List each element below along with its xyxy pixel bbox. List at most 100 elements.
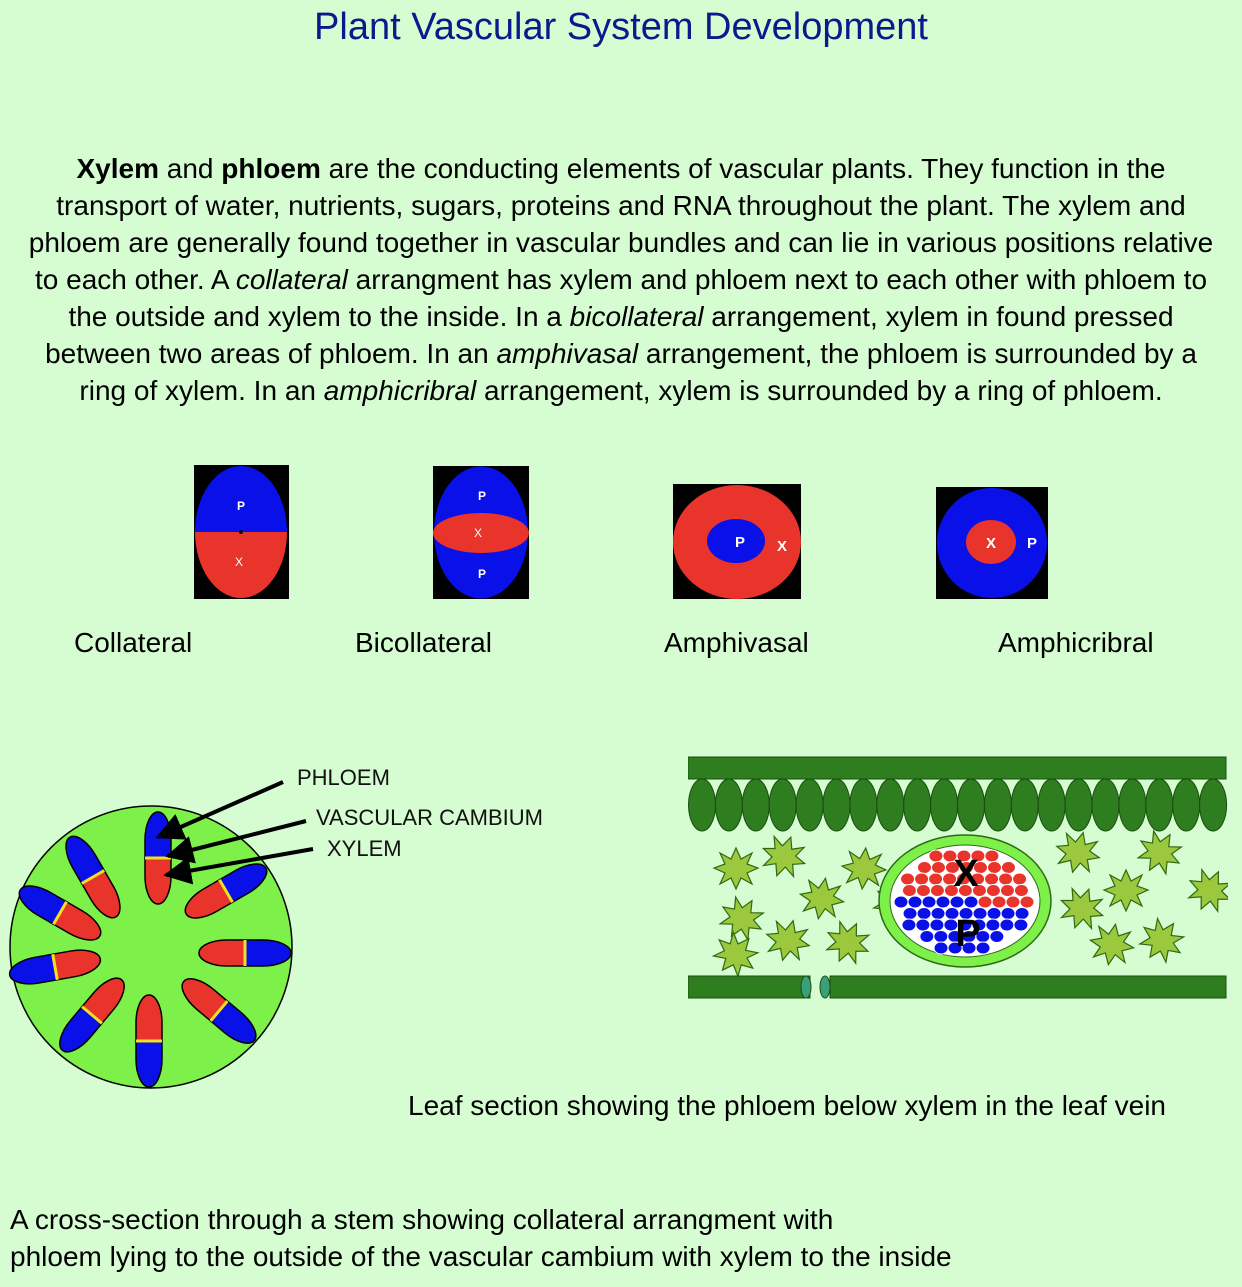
- xylem-cell: [998, 872, 1014, 886]
- palisade-cell: [822, 778, 851, 832]
- phloem-cell: [933, 941, 949, 955]
- collateral-x-label: X: [235, 555, 243, 569]
- mesophyll-cell: [1086, 919, 1138, 970]
- vein-cells: [893, 849, 1035, 955]
- collateral-phloem: [195, 466, 287, 532]
- xylem-cell: [930, 861, 946, 874]
- guard-cell-right: [819, 975, 831, 999]
- xylem-term: Xylem: [76, 153, 160, 184]
- phloem-cell: [985, 918, 1001, 932]
- palisade-cell: [876, 778, 905, 832]
- vascular-cambium-label: VASCULAR CAMBIUM: [316, 805, 543, 830]
- leaf-xylem-label: X: [953, 853, 979, 895]
- collateral-p-label: P: [237, 499, 245, 513]
- xylem-cell: [914, 872, 930, 886]
- leaf-section-diagram: X P: [688, 756, 1228, 999]
- palisade-cell: [849, 778, 878, 832]
- mesophyll-cell: [760, 914, 816, 967]
- amphicribral-x-label: X: [986, 535, 996, 552]
- guard-cell-left: [800, 975, 812, 999]
- bicollateral-diagram: P X P: [433, 466, 529, 599]
- leaf-caption: Leaf section showing the phloem below xy…: [408, 1090, 1166, 1121]
- phloem-label: PHLOEM: [297, 765, 390, 790]
- amphivasal-x-label: X: [777, 538, 787, 555]
- bicollateral-p-top-label: P: [478, 489, 486, 503]
- label-collateral: Collateral: [74, 627, 193, 658]
- amphivasal-p-label: P: [735, 534, 745, 551]
- xylem-cell: [985, 884, 1001, 897]
- stem-caption-line-2: phloem lying to the outside of the vascu…: [10, 1241, 952, 1272]
- phloem-cell: [929, 918, 945, 932]
- xylem-cell: [1005, 895, 1021, 909]
- mesophyll-cell: [1053, 881, 1111, 936]
- xylem-cell: [977, 895, 993, 909]
- xylem-cell: [928, 849, 944, 863]
- mesophyll-cell: [1131, 910, 1193, 971]
- lower-epidermis-left: [688, 975, 811, 999]
- phloem-cell: [1013, 918, 1029, 932]
- xylem-cell: [915, 884, 931, 897]
- phloem-cell: [949, 895, 965, 909]
- label-amphicribral: Amphicribral: [998, 627, 1154, 658]
- phloem-cell: [963, 895, 979, 909]
- label-bicollateral: Bicollateral: [355, 627, 492, 658]
- mesophyll-cell: [1129, 823, 1190, 882]
- mesophyll-cell: [1180, 861, 1228, 919]
- xylem-cell: [1019, 895, 1035, 909]
- amphivasal-term: amphivasal: [496, 338, 639, 369]
- upper-epidermis: [688, 756, 1227, 780]
- mesophyll-cell: [713, 847, 759, 890]
- palisade-layer: [688, 778, 1228, 832]
- phloem-cell: [933, 930, 949, 943]
- phloem-cell: [935, 895, 951, 909]
- palisade-cell: [688, 778, 716, 832]
- xylem-pointer-arrow: [163, 847, 314, 885]
- palisade-cell: [1118, 778, 1147, 832]
- phloem-cell: [916, 907, 932, 920]
- collateral-diagram: P X: [194, 465, 289, 599]
- mesophyll-cell: [818, 913, 877, 971]
- label-amphivasal: Amphivasal: [664, 627, 809, 658]
- palisade-cell: [768, 778, 797, 832]
- xylem-cell: [999, 884, 1015, 897]
- xylem-label: XYLEM: [327, 836, 402, 861]
- xylem-cell: [901, 884, 917, 897]
- stem-cross-section: PHLOEM VASCULAR CAMBIUM XYLEM: [5, 765, 543, 1089]
- bicollateral-x-label: X: [474, 526, 482, 540]
- amphivasal-diagram: P X: [673, 484, 801, 599]
- palisade-cell: [1172, 778, 1201, 832]
- xylem-cell: [929, 884, 945, 897]
- palisade-cell: [957, 778, 985, 832]
- xylem-cell: [991, 895, 1007, 909]
- phloem-cell: [989, 930, 1005, 943]
- stem-caption-line-1: A cross-section through a stem showing c…: [10, 1204, 834, 1235]
- mesophyll-cell: [1103, 869, 1149, 912]
- palisade-cell: [1145, 778, 1174, 832]
- amphicribral-term: amphicribral: [323, 375, 477, 406]
- xylem-cell: [1012, 872, 1028, 886]
- phloem-cell: [902, 907, 918, 920]
- lower-epidermis-right: [829, 975, 1227, 999]
- phloem-cell: [919, 930, 935, 943]
- palisade-cell: [1010, 778, 1039, 832]
- bicollateral-xylem: [433, 513, 529, 553]
- phloem-pointer-arrow: [155, 780, 284, 840]
- palisade-cell: [903, 778, 932, 832]
- mesophyll-cell: [755, 829, 813, 884]
- phloem-cell: [1000, 907, 1016, 920]
- phloem-cell: [921, 895, 937, 909]
- phloem-cell: [901, 918, 917, 932]
- phloem-cell: [907, 895, 923, 909]
- xylem-cell: [928, 872, 944, 886]
- xylem-cell: [984, 849, 1000, 863]
- palisade-cell: [1064, 778, 1093, 832]
- leaf-phloem-label: P: [955, 913, 980, 955]
- amphicribral-p-label: P: [1027, 535, 1037, 552]
- phloem-cell: [999, 918, 1015, 932]
- xylem-cell: [1000, 861, 1016, 874]
- palisade-cell: [795, 778, 824, 832]
- amphivasal-phloem-core: [707, 519, 765, 563]
- xylem-cell: [916, 861, 932, 874]
- palisade-cell: [1091, 778, 1120, 832]
- stem-caption: A cross-section through a stem showing c…: [10, 1201, 952, 1275]
